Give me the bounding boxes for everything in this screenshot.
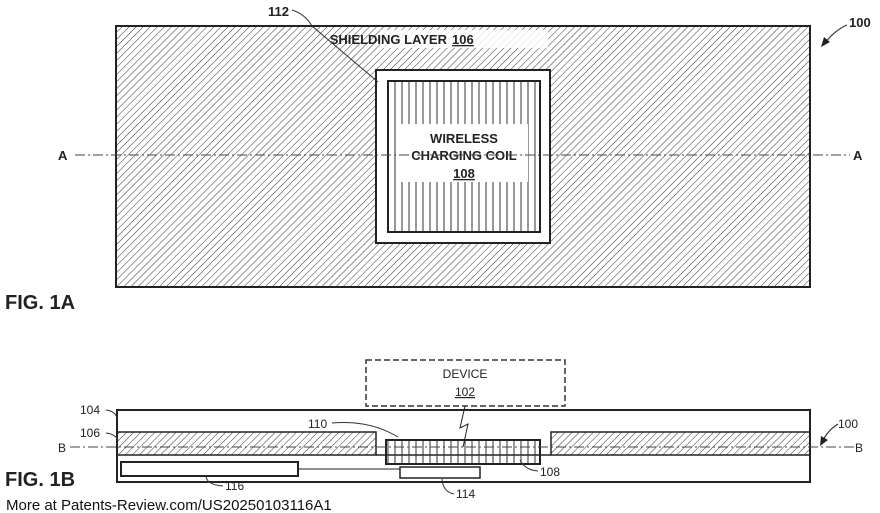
ref-100-b: 100 [838,417,858,431]
arrow-head-icon [820,436,828,446]
arrow-head-icon [821,37,830,47]
coil-label-line1: WIRELESS [430,131,498,146]
shielding-layer-label: SHIELDING LAYER [330,32,448,47]
section-b-left: B [58,441,66,455]
ref-104: 104 [80,403,100,417]
section-a-left: A [58,148,68,163]
leader-104 [105,409,118,419]
watermark: More at Patents-Review.com/US20250103116… [6,497,332,513]
ref-116: 116 [225,479,244,493]
device-label: DEVICE [443,367,488,381]
shielding-layer-ref: 106 [452,32,474,47]
leader-112 [291,9,379,83]
leader-108 [519,459,539,472]
component-116 [120,461,299,477]
leader-116 [205,476,224,487]
component-114 [399,466,481,479]
leader-114 [441,478,455,495]
leader-110 [331,422,399,438]
coil-ref: 108 [453,166,475,181]
coil-108 [385,439,541,465]
leader-106 [105,432,119,441]
ref-108: 108 [540,465,560,479]
fig-1b: DEVICE 102 B B 104 106 110 108 114 116 1… [5,359,863,501]
fig-1a-label: FIG. 1A [5,292,75,314]
ref-106: 106 [80,426,100,440]
shielding-left [116,431,377,456]
fig-1b-label: FIG. 1B [5,469,75,491]
ref-100-a: 100 [849,15,871,30]
ref-112: 112 [268,4,289,19]
device-102 [365,359,566,407]
ref-110: 110 [308,417,327,431]
section-a-right: A [853,148,863,163]
ref-114: 114 [456,487,475,501]
section-b-right: B [855,441,863,455]
wireless-signal-icon [459,405,469,448]
coil-label-bg [400,124,528,182]
fig-1a: SHIELDING LAYER 106 WIRELESS CHARGING CO… [5,4,871,314]
shielding-right [550,431,811,456]
coil-label-line2: CHARGING COIL [411,148,517,163]
shielding-label-bg [380,30,548,48]
device-ref: 102 [455,385,475,399]
